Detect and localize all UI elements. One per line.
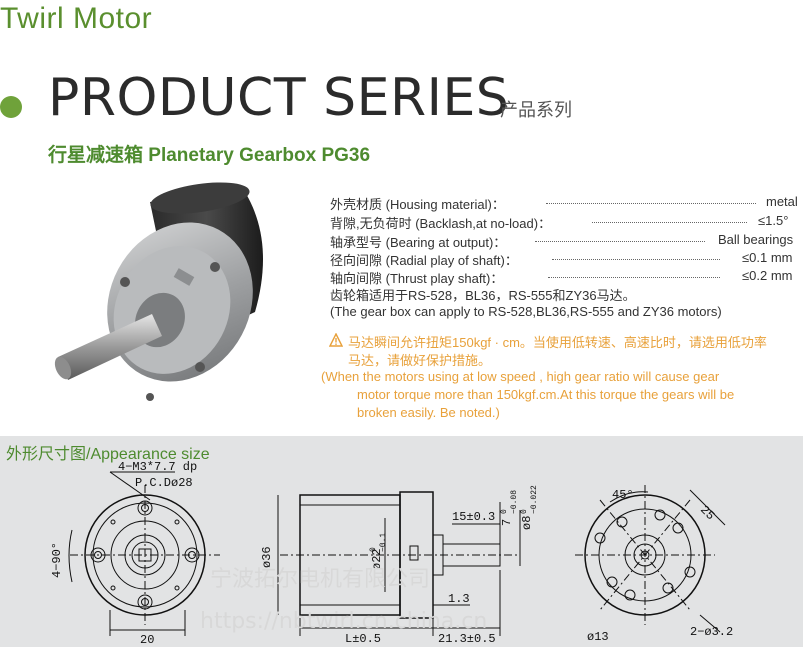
- gearbox-photo: [54, 182, 263, 401]
- front-width-label: 20: [140, 633, 154, 647]
- spec-value: Ball bearings: [718, 232, 794, 247]
- leader-dots: [592, 222, 747, 223]
- appearance-band: [0, 436, 803, 647]
- warning-text-en: (When the motors using at low speed , hi…: [321, 369, 720, 384]
- warning-text-en: broken easily. Be noted.): [357, 405, 500, 420]
- side-shaft-tol-top: 0: [520, 509, 529, 514]
- rear-holes-label: 2−ø3.2: [690, 625, 733, 639]
- side-shaft-dia-label: ø8: [520, 516, 534, 530]
- spec-value: ≤1.5°: [758, 213, 789, 228]
- spec-value: ≤0.1 mm: [742, 250, 793, 265]
- warning-text-en: motor torque more than 150kgf.cm.At this…: [357, 387, 735, 402]
- spec-label: 轴向间隙 (Thrust play shaft)：: [330, 271, 504, 286]
- applicable-note-cn: 齿轮箱适用于RS-528，BL36，RS-555和ZY36马达。: [330, 288, 636, 303]
- appearance-label: 外形尺寸图/Appearance size: [6, 446, 210, 463]
- leader-dots: [535, 241, 705, 242]
- side-step-label: 1.3: [448, 592, 470, 606]
- leader-dots: [546, 203, 756, 204]
- side-boss-tol-bot: −0.1: [379, 533, 388, 552]
- front-holes-label: 4−M3*7.7 dp: [118, 460, 197, 474]
- spec-row: 外壳材质 (Housing material)： metal: [330, 194, 798, 213]
- side-shaft-tol-bot: −0.022: [530, 485, 539, 514]
- spec-row: 轴承型号 (Bearing at output)： Ball bearings: [330, 232, 793, 251]
- rear-size-label: 25: [697, 503, 717, 523]
- side-boss-label: ø22: [370, 548, 384, 570]
- spec-row: 背隙,无负荷时 (Backlash,at no-load)： ≤1.5°: [330, 213, 788, 232]
- series-subtitle: 产品系列: [500, 100, 572, 120]
- applicable-note-en: (The gear box can apply to RS-528,BL36,R…: [330, 304, 722, 319]
- side-flat-tol-bot: −0.08: [510, 490, 519, 514]
- warning-text-cn: 马达，请做好保护措施。: [348, 353, 492, 368]
- spec-label: 径向间隙 (Radial play of shaft)：: [330, 253, 518, 268]
- dimension-drawing: 4−M3*7.7 dp P.C.Dø28 4−90° 20 ø36 ø22 0 …: [50, 460, 733, 647]
- side-dia-label: ø36: [260, 546, 274, 568]
- side-boss-tol-top: 0: [369, 547, 378, 552]
- side-output-length-label: 21.3±0.5: [438, 632, 496, 646]
- watermark-company: 宁波拓尔电机有限公司: [210, 567, 430, 592]
- brand-name: Twirl Motor: [0, 2, 153, 35]
- warning-icon: [329, 333, 343, 347]
- product-title: 行星减速箱 Planetary Gearbox PG36: [48, 145, 371, 166]
- spec-label: 外壳材质 (Housing material)：: [330, 197, 505, 212]
- spec-label: 背隙,无负荷时 (Backlash,at no-load)：: [330, 216, 552, 231]
- side-shaft-length-label: 15±0.3: [452, 510, 495, 524]
- series-title: PRODUCT SERIES: [48, 68, 510, 128]
- side-flat-label: 7: [500, 519, 514, 526]
- spec-row: 轴向间隙 (Thrust play shaft)： ≤0.2 mm: [330, 268, 792, 287]
- side-body-length-label: L±0.5: [345, 632, 381, 646]
- spec-value: ≤0.2 mm: [742, 268, 793, 283]
- bullet-dot: [0, 96, 22, 118]
- spec-value: metal: [766, 194, 798, 209]
- front-angle-label: 4−90°: [50, 542, 64, 578]
- leader-dots: [552, 259, 720, 260]
- spec-row: 径向间隙 (Radial play of shaft)： ≤0.1 mm: [330, 250, 792, 269]
- front-pcd-label: P.C.Dø28: [135, 476, 193, 490]
- rear-dia-label: ø13: [587, 630, 609, 644]
- side-flat-tol-top: 0: [500, 509, 509, 514]
- spec-label: 轴承型号 (Bearing at output)：: [330, 235, 507, 250]
- leader-dots: [548, 277, 720, 278]
- rear-angle-label: 45°: [612, 488, 634, 502]
- warning-text-cn: 马达瞬间允许扭矩150kgf · cm。当使用低转速、高速比时，请选用低功率: [348, 335, 767, 350]
- watermark-url: https://nbtwirl.cn.china.cn: [200, 609, 487, 634]
